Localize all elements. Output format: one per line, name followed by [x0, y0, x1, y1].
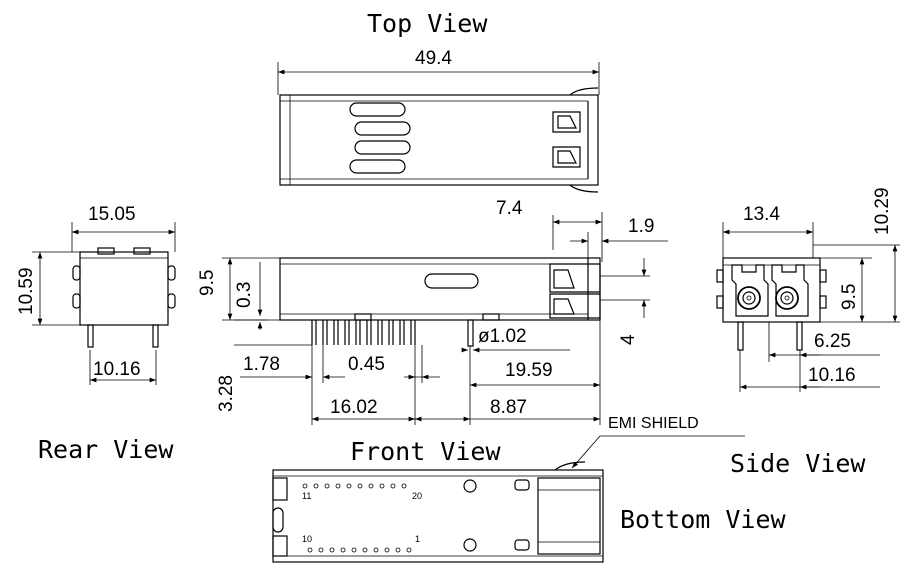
pin-label-20: 20 [412, 491, 422, 501]
rear-view-title: Rear View [38, 435, 174, 464]
front-pins [311, 319, 474, 347]
front-offset-b-dim: 1.9 [628, 216, 654, 237]
bottom-view: EMI SHIELD 11 [272, 415, 787, 563]
pin-label-1: 1 [415, 534, 420, 544]
top-view: Top View 49.4 [277, 9, 600, 193]
side-half-pitch-dim: 6.25 [814, 331, 851, 352]
front-height-dim: 9.5 [197, 270, 218, 296]
side-view: 13.4 10.29 9.5 6.25 10.1 [716, 187, 900, 478]
bottom-view-title: Bottom View [620, 505, 787, 534]
front-port-gap-dim: 4 [618, 334, 639, 345]
pin-pitch-dim: 1.78 [243, 354, 280, 375]
rear-view: 15.05 10.59 10.16 Rear View [16, 204, 176, 464]
side-total-height-dim: 10.29 [872, 187, 893, 235]
front-offset-a-dim: 7.4 [496, 198, 523, 219]
side-pitch-dim: 10.16 [808, 365, 856, 386]
rear-height-dim: 10.59 [16, 267, 37, 315]
post-diameter-dim: ø1.02 [478, 326, 527, 347]
side-width-dim: 13.4 [743, 204, 780, 225]
front-standoff-dim: 0.3 [234, 282, 255, 308]
top-length-dim: 49.4 [415, 48, 452, 69]
side-height-dim: 9.5 [839, 284, 860, 310]
pin-row-span-dim: 16.02 [330, 397, 378, 418]
post-offset-dim: 19.59 [505, 360, 553, 381]
bottom-pins-bottom-row [307, 547, 412, 553]
side-view-title: Side View [730, 449, 866, 478]
rear-pitch-dim: 10.16 [93, 359, 141, 380]
pin-label-10: 10 [302, 534, 312, 544]
rear-width-dim: 15.05 [88, 204, 136, 225]
front-view-title: Front View [350, 437, 501, 466]
emi-shield-label: EMI SHIELD [608, 415, 699, 432]
pin-length-dim: 3.28 [216, 375, 237, 412]
front-view: 7.4 1.9 9.5 0.3 4 [197, 198, 668, 466]
bottom-pins-top-row [302, 483, 407, 489]
post-to-end-dim: 8.87 [490, 397, 527, 418]
pin-width-dim: 0.45 [348, 354, 385, 375]
pin-label-11: 11 [302, 491, 311, 501]
top-view-title: Top View [367, 9, 488, 38]
